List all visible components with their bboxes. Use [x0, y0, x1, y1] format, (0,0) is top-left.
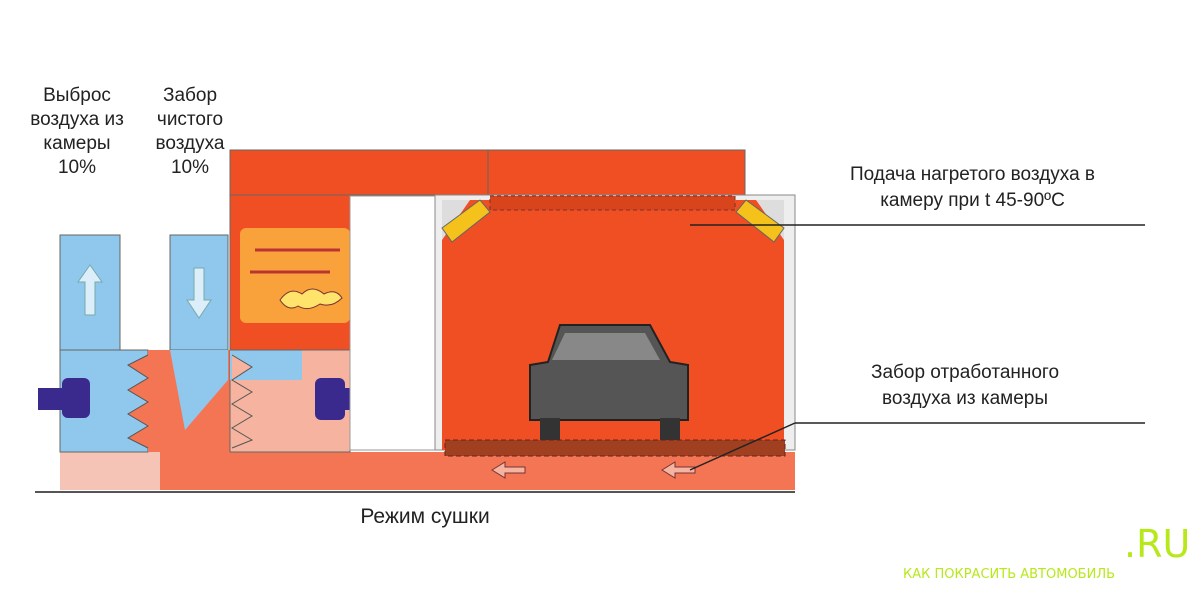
arrow-left-icon: [661, 461, 696, 479]
flame-icon: [279, 288, 343, 310]
intake-label: Забор чистого воздуха 10%: [140, 84, 240, 180]
exhaust-label: Выброс воздуха из камеры 10%: [22, 84, 132, 180]
top-duct: [229, 149, 489, 196]
lamp-icon: [441, 199, 491, 243]
extract-label: Забор отработанного воздуха из камеры: [800, 360, 1130, 412]
exhaust-label-line: камеры: [43, 133, 111, 154]
intake-deflector: [170, 350, 228, 430]
supply-plenum: [487, 149, 746, 196]
fan-icon: [315, 378, 345, 420]
filter-ceiling: [489, 195, 736, 211]
exhaust-label-line: Выброс: [43, 85, 111, 106]
supply-label-line: камеру при t 45-90ºC: [880, 190, 1065, 211]
exhaust-label-percent: 10%: [57, 157, 97, 178]
extract-label-line: Забор отработанного: [870, 362, 1060, 383]
exhaust-filter: [126, 354, 149, 449]
car-wheel: [540, 418, 560, 440]
exhaust-label-line: воздуха из: [30, 109, 124, 130]
floor-grate: [444, 439, 786, 457]
extract-label-line: воздуха из камеры: [882, 388, 1048, 409]
car-icon: [529, 324, 689, 440]
car-windshield: [552, 333, 660, 360]
car-wheel: [660, 418, 680, 440]
arrow-left-icon: [491, 461, 526, 479]
lamp-icon: [735, 199, 785, 243]
intake-label-percent: 10%: [170, 157, 210, 178]
arrow-up-icon: [77, 264, 103, 316]
supply-label: Подача нагретого воздуха в камеру при t …: [800, 162, 1145, 214]
fan-motor-icon: [38, 388, 62, 410]
supply-label-line: Подача нагретого воздуха в: [849, 164, 1096, 185]
supply-filter: [231, 354, 254, 449]
heat-exchanger: [240, 228, 350, 323]
extract-leader-diagonal: [689, 422, 796, 471]
intake-label-line: воздуха: [155, 133, 225, 154]
fan-icon: [62, 378, 90, 418]
mode-caption: Режим сушки: [360, 505, 490, 528]
intake-label-line: чистого: [156, 109, 224, 130]
return-duct-inlet: [60, 452, 160, 490]
service-column: [349, 195, 436, 451]
intake-label-line: Забор: [162, 85, 218, 106]
logo-domain: .RU: [1124, 522, 1191, 566]
arrow-down-icon: [186, 267, 212, 319]
logo-tagline: КАК ПОКРАСИТЬ АВТОМОБИЛЬ: [903, 567, 1116, 582]
